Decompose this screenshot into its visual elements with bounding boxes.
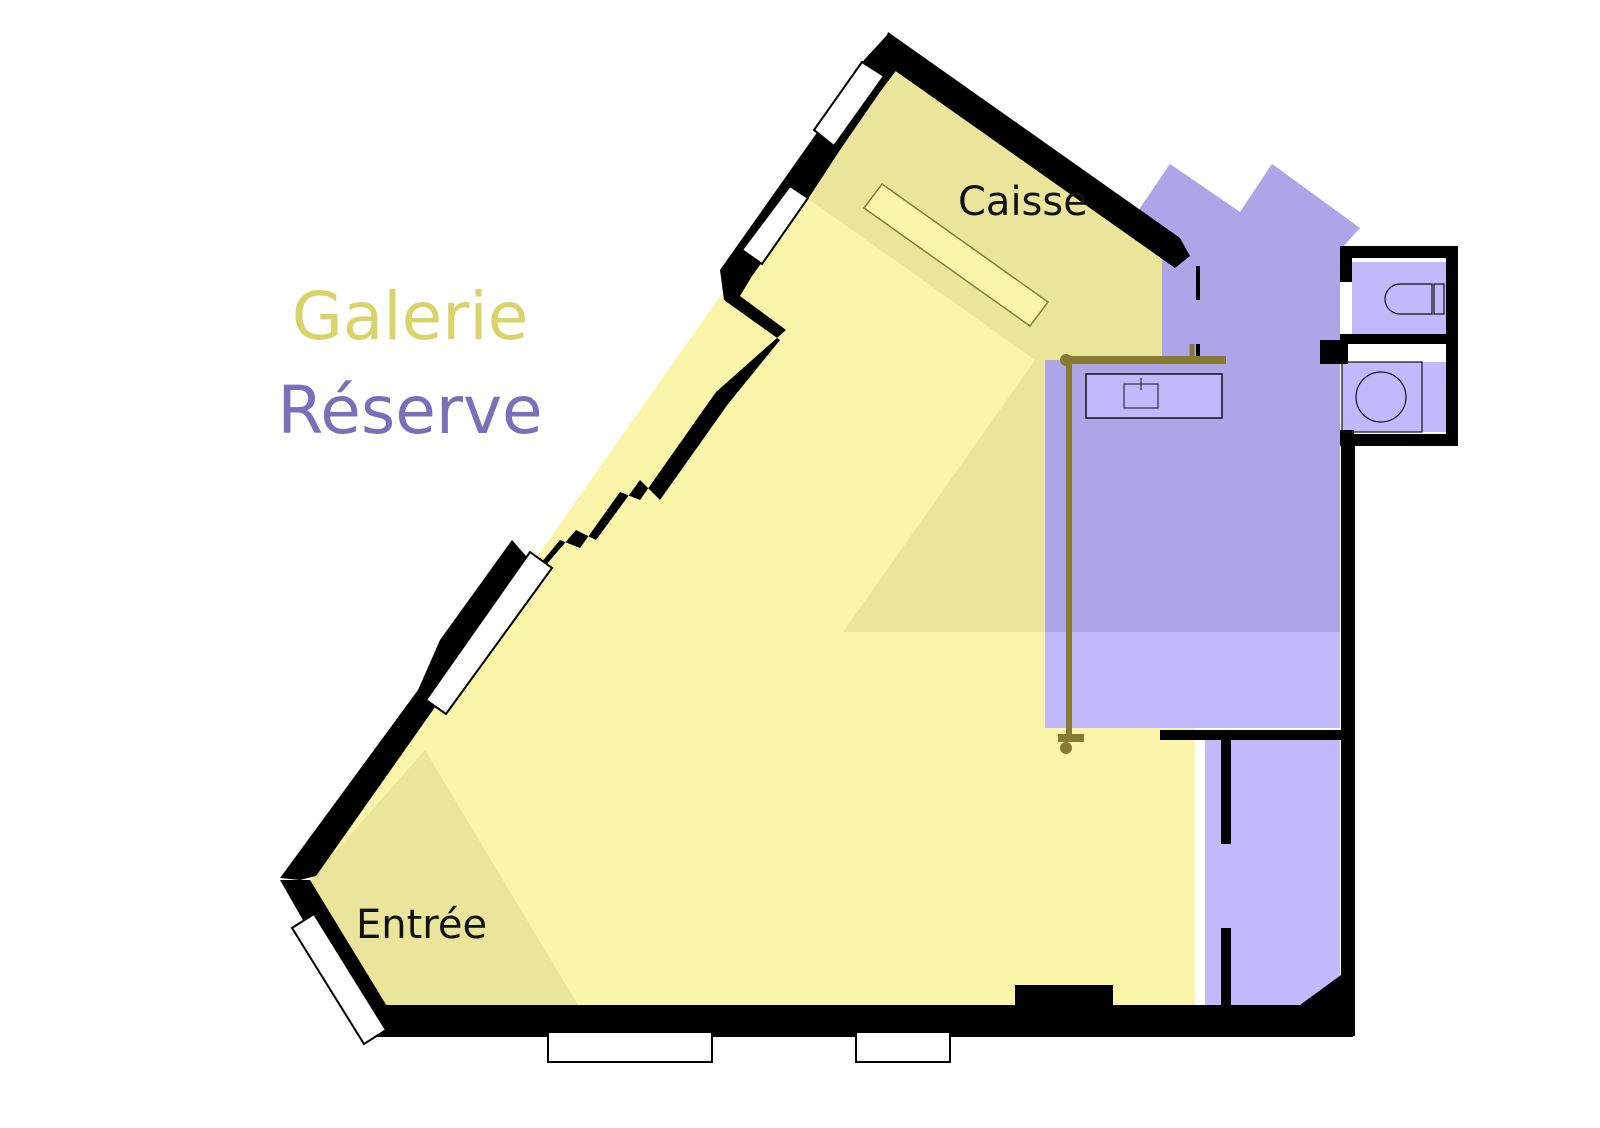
washing-machine-icon [1341,361,1423,433]
legend-reserve: Réserve [277,372,543,449]
wc-room [1352,262,1446,344]
windows [290,60,951,1063]
partition [1058,344,1226,742]
room-label-caisse: Caisse [958,179,1088,225]
partition-hinge-icon [1060,354,1072,366]
sink-counter [1085,373,1223,419]
reserve-corridor [1205,738,1340,1028]
toilet-icon [1384,283,1445,315]
laundry-room [1342,362,1448,432]
entree-zone [310,750,578,1005]
cash-counter-icon [862,182,1050,328]
partition-hinge-icon [1060,742,1072,754]
room-label-entree: Entrée [356,902,487,948]
legend-galerie: Galerie [291,278,529,355]
